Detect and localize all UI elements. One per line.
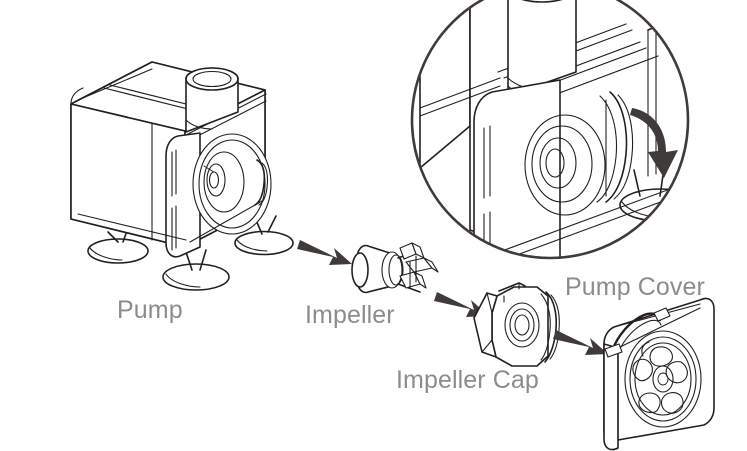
pump-front-cover xyxy=(165,132,272,258)
suction-cup-feet xyxy=(87,230,294,291)
label-impeller: Impeller xyxy=(305,301,395,329)
pump-cover-latch xyxy=(604,307,671,358)
arrow-impeller-to-cap xyxy=(434,292,489,317)
label-pump-cover: Pump Cover xyxy=(565,273,705,301)
arrow-pump-to-impeller xyxy=(297,240,352,265)
impeller-rotor-icon xyxy=(351,242,439,294)
arrow-cap-to-cover xyxy=(553,330,608,355)
pump-cover-grille-icon xyxy=(603,297,715,451)
pump-outlet-spout xyxy=(185,67,239,133)
detail-inset xyxy=(410,0,690,260)
impeller-cap-icon xyxy=(473,282,560,367)
detail-inset-circle xyxy=(410,0,690,260)
label-pump: Pump xyxy=(117,296,183,324)
arrow-detail-rotate xyxy=(630,108,678,178)
pump-body-icon xyxy=(70,61,294,291)
label-impeller-cap: Impeller Cap xyxy=(396,366,539,394)
